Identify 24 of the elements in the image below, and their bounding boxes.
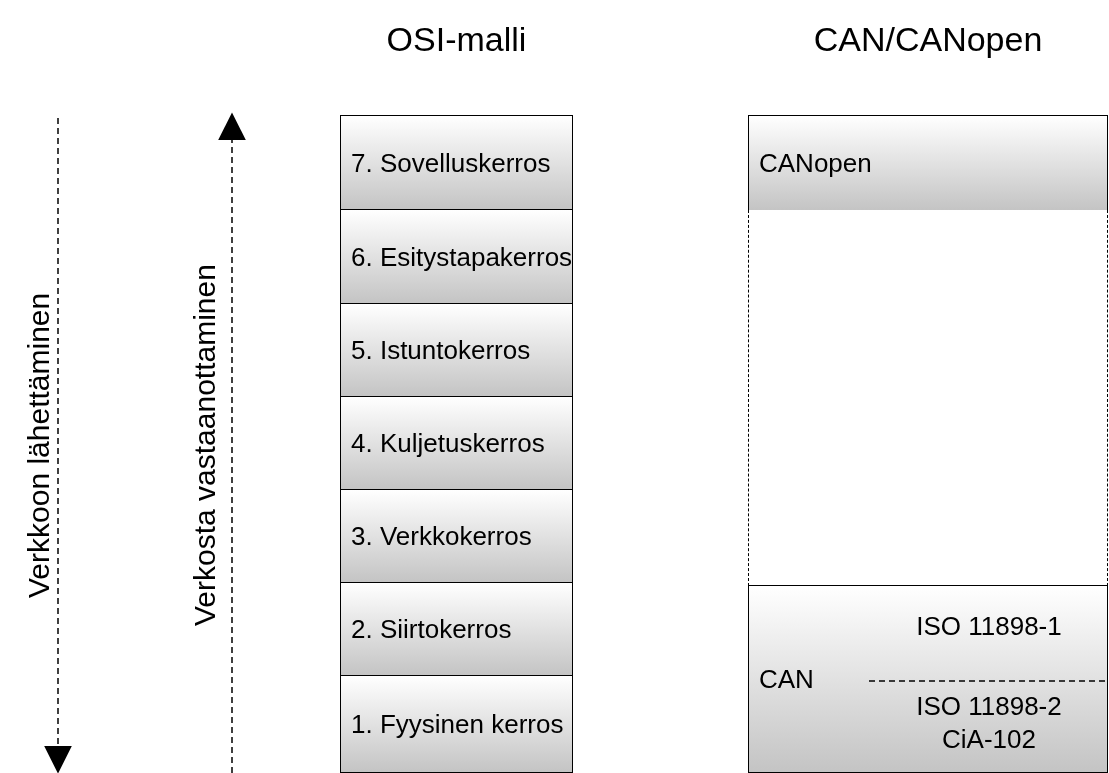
layer-label: 4. Kuljetuskerros	[351, 427, 545, 459]
layer-label: 3. Verkkokerros	[351, 520, 532, 552]
layer-label: 1. Fyysinen kerros	[351, 708, 564, 740]
layer-box	[340, 582, 573, 676]
layer-label: 6. Esitystapakerros	[351, 241, 573, 272]
layer-box	[340, 489, 573, 583]
standard-label: ISO 11898-1	[915, 611, 1063, 642]
layer-label: CANopen	[759, 147, 872, 179]
layer-box	[340, 209, 573, 304]
layer-box	[340, 115, 573, 210]
direction-label: Verkosta vastaanottaminen	[188, 264, 222, 626]
layer-label: CAN	[759, 664, 814, 695]
layer-box	[748, 585, 1108, 773]
column-heading: OSI-malli	[386, 20, 527, 59]
layer-box	[340, 675, 573, 773]
direction-label: Verkkoon lähettäminen	[22, 292, 56, 598]
column-heading: CAN/CANopen	[813, 20, 1043, 59]
standard-label: ISO 11898-2 CiA-102	[915, 690, 1063, 756]
layer-box	[340, 396, 573, 490]
layer-box	[340, 303, 573, 397]
layer-label: 5. Istuntokerros	[351, 334, 531, 366]
layer-label: 2. Siirtokerros	[351, 613, 512, 645]
layer-label: 7. Sovelluskerros	[351, 147, 551, 178]
layer-box	[748, 115, 1108, 211]
